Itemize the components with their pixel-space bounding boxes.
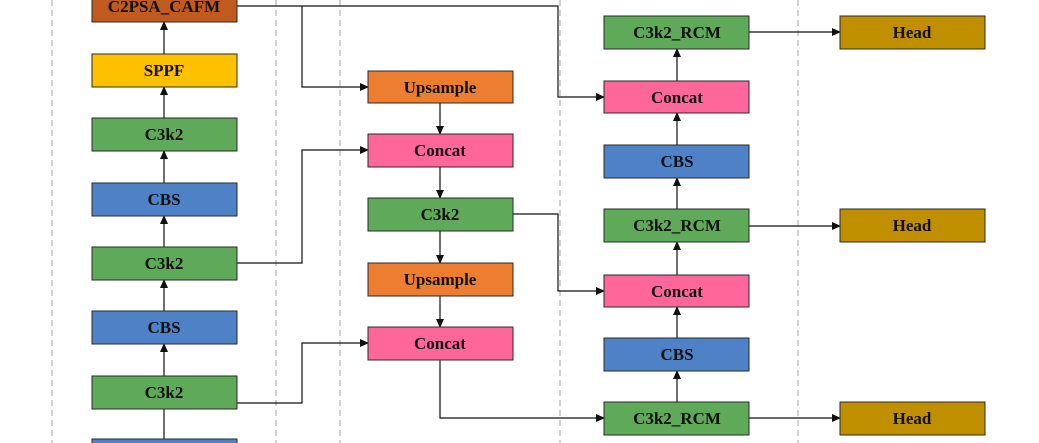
cbs-pan-low-label: CBS <box>660 345 693 364</box>
c3k2-mid-block <box>91 246 238 281</box>
concat-top-label: Concat <box>651 88 703 107</box>
rcm-low-block <box>603 401 750 436</box>
cbs-partial-block <box>91 438 238 443</box>
rcm-low-label: C3k2_RCM <box>633 409 721 428</box>
c3k2-mid-label: C3k2 <box>145 254 184 273</box>
rcm-top-label: C3k2_RCM <box>633 23 721 42</box>
cbs-mid-label: CBS <box>147 318 180 337</box>
c3k2-neck-label: C3k2 <box>421 205 460 224</box>
head-low-block <box>839 401 986 436</box>
cbs-top-label: CBS <box>147 190 180 209</box>
sppf-label: SPPF <box>144 61 185 80</box>
c3k2-low-block <box>91 375 238 410</box>
upsample-1-label: Upsample <box>404 78 477 97</box>
head-mid-block <box>839 208 986 243</box>
c3k2-top-label: C3k2 <box>145 125 184 144</box>
cbs-pan-low-block <box>603 337 750 372</box>
connectors <box>160 5 841 443</box>
edge-concat-2-to-rcm-low <box>439 360 605 422</box>
concat-1-block <box>367 133 514 168</box>
neck-column: Upsample Concat C3k2 Upsample Concat <box>367 70 514 361</box>
upsample-2-block <box>367 262 514 297</box>
head-top-label: Head <box>893 23 932 42</box>
upsample-2-label: Upsample <box>404 270 477 289</box>
edge-cafm-to-concat-top <box>302 5 605 101</box>
pan-column: C3k2_RCM Concat CBS C3k2_RCM Concat CBS … <box>603 15 750 436</box>
sppf-block <box>91 53 238 88</box>
concat-2-label: Concat <box>414 334 466 353</box>
concat-1-label: Concat <box>414 141 466 160</box>
c2psa-cafm-label: C2PSA_CAFM <box>108 0 220 16</box>
rcm-mid-label: C3k2_RCM <box>633 216 721 235</box>
backbone-column: C2PSA_CAFM SPPF C3k2 CBS C3k2 CBS C3k2 <box>91 0 238 443</box>
cbs-mid-block <box>91 310 238 345</box>
cbs-pan-top-label: CBS <box>660 152 693 171</box>
concat-mid-block <box>603 274 750 308</box>
heads-column: Head Head Head <box>839 15 986 436</box>
concat-2-block <box>367 326 514 361</box>
c3k2-neck-block <box>367 197 514 232</box>
head-mid-label: Head <box>893 216 932 235</box>
c3k2-low-label: C3k2 <box>145 383 184 402</box>
rcm-top-block <box>603 15 750 50</box>
cbs-pan-top-block <box>603 144 750 179</box>
edge-c3k2-low-to-concat-2 <box>237 339 369 404</box>
edge-c3k2-mid-to-concat-1 <box>237 146 369 264</box>
column-dividers <box>51 0 799 443</box>
head-top-block <box>839 15 986 50</box>
c3k2-top-block <box>91 117 238 152</box>
edge-cafm-to-upsample-1 <box>237 5 369 91</box>
head-low-label: Head <box>893 409 932 428</box>
rcm-mid-block <box>603 208 750 243</box>
concat-mid-label: Concat <box>651 282 703 301</box>
concat-top-block <box>603 80 750 114</box>
upsample-1-block <box>367 70 514 104</box>
cbs-top-block <box>91 182 238 217</box>
edge-c3k2-to-concat-mid <box>513 213 605 295</box>
c2psa-cafm-block <box>91 0 238 23</box>
